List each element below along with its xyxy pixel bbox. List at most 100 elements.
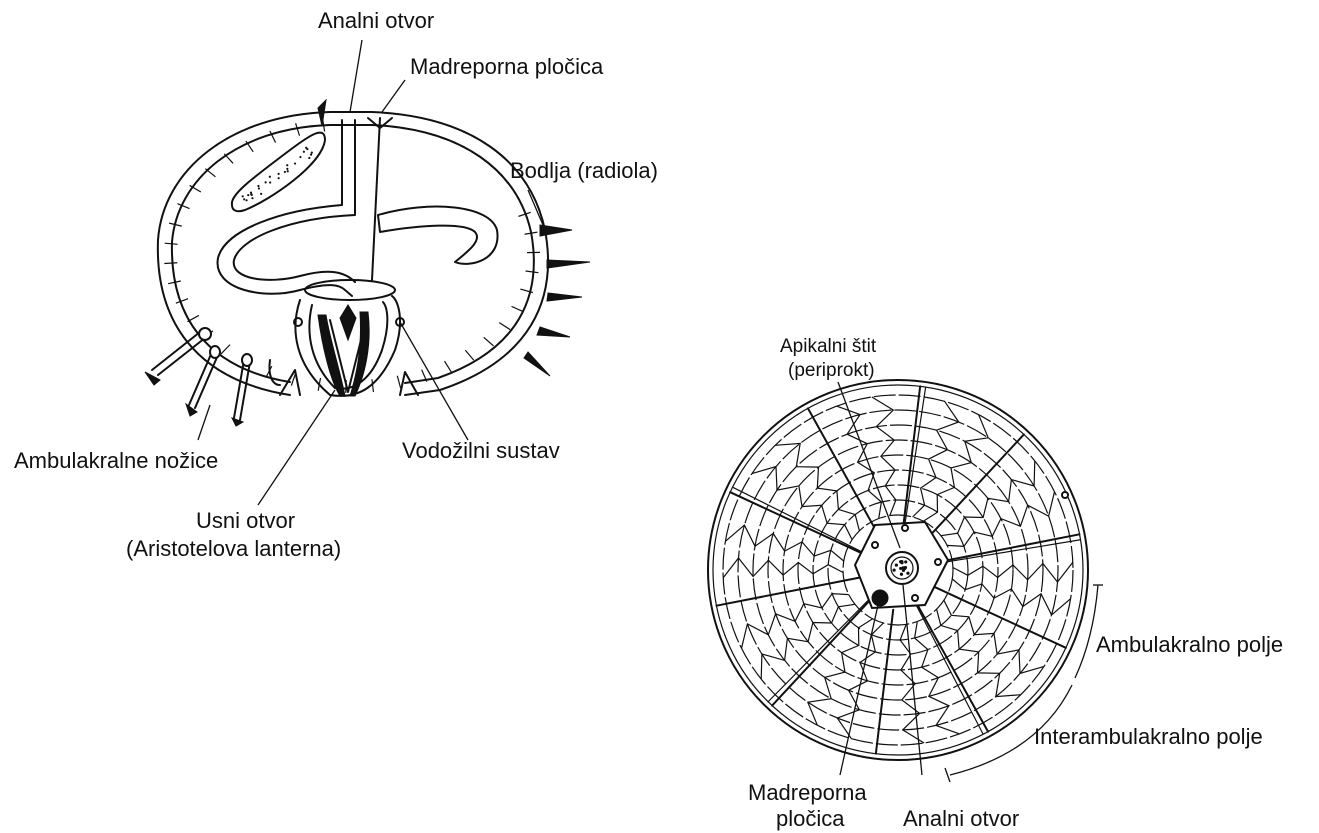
plate-tick — [296, 123, 300, 135]
label-ambulacral: Ambulakralno polje — [1096, 632, 1283, 657]
stipple-dot — [278, 177, 280, 179]
suture-line — [730, 492, 862, 553]
tube-foot-icon — [186, 346, 220, 416]
plate-tick — [176, 299, 188, 304]
stipple-dot — [308, 157, 310, 159]
periproct-dot — [906, 572, 909, 575]
plate-boundary — [775, 443, 859, 530]
suture-line — [937, 540, 1080, 564]
spine-icon — [547, 260, 590, 268]
aristotle-lantern — [294, 296, 404, 396]
peristome-right — [400, 372, 418, 395]
plate-tick — [164, 263, 177, 264]
stipple-dot — [260, 193, 262, 195]
plate-tick — [512, 306, 524, 311]
suture-line — [768, 598, 870, 701]
label-water-vascular: Vodožilni sustav — [402, 438, 560, 463]
stipple-dot — [251, 197, 253, 199]
stipple-dot — [269, 181, 271, 183]
label-madreporite: Madreporna pločica — [410, 54, 604, 79]
stipple-dot — [311, 152, 313, 154]
stipple-dot — [303, 151, 305, 153]
test-inner-wall — [172, 125, 534, 383]
plate-tick — [397, 376, 400, 389]
label-spine: Bodlja (radiola) — [510, 158, 658, 183]
leader-spine — [528, 190, 543, 225]
plate-tick — [221, 345, 230, 354]
intestine — [218, 120, 352, 296]
stone-canal — [372, 118, 380, 280]
plate-tick — [177, 204, 189, 209]
leader-tube — [198, 405, 210, 440]
stipple-dot — [284, 171, 286, 173]
plate-tick — [499, 323, 510, 330]
periproct-dot — [904, 560, 907, 563]
water-ring — [305, 280, 395, 300]
spine-icon — [524, 352, 550, 376]
leader-madreporite — [382, 80, 405, 112]
leader-anal-r — [903, 585, 922, 775]
stipple-dot — [258, 187, 260, 189]
intestine-arm — [378, 207, 498, 264]
plate-tick — [484, 337, 494, 346]
stipple-dot — [310, 154, 312, 156]
periproct-dot — [895, 563, 898, 566]
plate-tick — [205, 169, 215, 177]
stipple-dot — [265, 181, 267, 183]
stipple-dot — [278, 173, 280, 175]
periproct-dot — [900, 560, 903, 563]
plate-tick — [526, 271, 539, 273]
stipple-dot — [299, 156, 301, 158]
cross-section-diagram: Analni otvor Madreporna pločica Bodlja (… — [14, 8, 658, 561]
spine-icon — [540, 225, 572, 236]
label-anal-opening: Analni otvor — [318, 8, 434, 33]
plate-boundary — [944, 600, 1044, 673]
plate-boundary — [913, 401, 959, 517]
madreporite-pore — [872, 590, 888, 606]
leader-anal — [350, 40, 362, 112]
plate-tick — [465, 350, 473, 360]
stipple-dot — [286, 168, 288, 170]
suture-line — [903, 386, 920, 530]
plate-tick — [372, 379, 373, 392]
suture-line — [772, 599, 871, 705]
stipple-dot — [242, 195, 244, 197]
label-madreporite-r-2: pločica — [776, 806, 845, 831]
spine-icon — [537, 327, 570, 337]
suture-line — [925, 434, 1024, 540]
periproct-dot — [900, 573, 903, 576]
plate-boundary — [837, 623, 883, 739]
label-madreporite-r-1: Madreporna — [748, 780, 867, 805]
label-tube-feet: Ambulakralne nožice — [14, 448, 218, 473]
label-interambulacral: Interambulakralno polje — [1034, 724, 1263, 749]
plate-tick — [224, 154, 233, 164]
label-mouth-1: Usni otvor — [196, 508, 295, 533]
stipple-dot — [306, 148, 308, 150]
tube-feet — [145, 328, 280, 426]
aboral-view-diagram: Apikalni štit (periprokt) Ambulakralno p… — [708, 336, 1283, 831]
plate-boundary — [923, 415, 988, 522]
suture-line — [876, 610, 893, 754]
periproct-dot — [903, 567, 906, 570]
plate-tick — [445, 361, 452, 372]
label-anal-opening-r: Analni otvor — [903, 806, 1019, 831]
stipple-dot — [257, 185, 259, 187]
periproct-dot — [893, 568, 896, 571]
stipple-dot — [245, 199, 247, 201]
plate-tick — [165, 243, 178, 244]
stipple-dot — [287, 170, 289, 172]
stipple-dot — [247, 194, 249, 196]
stipple-dot — [269, 176, 271, 178]
label-apical-2: (periprokt) — [788, 360, 875, 381]
stipple-dot — [250, 193, 252, 195]
plate-boundary — [937, 609, 1021, 696]
suture-line — [934, 587, 1066, 648]
stipple-dot — [286, 164, 288, 166]
leader-mouth — [258, 390, 335, 505]
suture-line — [904, 387, 926, 530]
label-mouth-2: (Aristotelova lanterna) — [126, 536, 341, 561]
intestine-inner — [234, 120, 355, 282]
spine-icon — [547, 293, 582, 301]
stipple-dot — [243, 198, 245, 200]
